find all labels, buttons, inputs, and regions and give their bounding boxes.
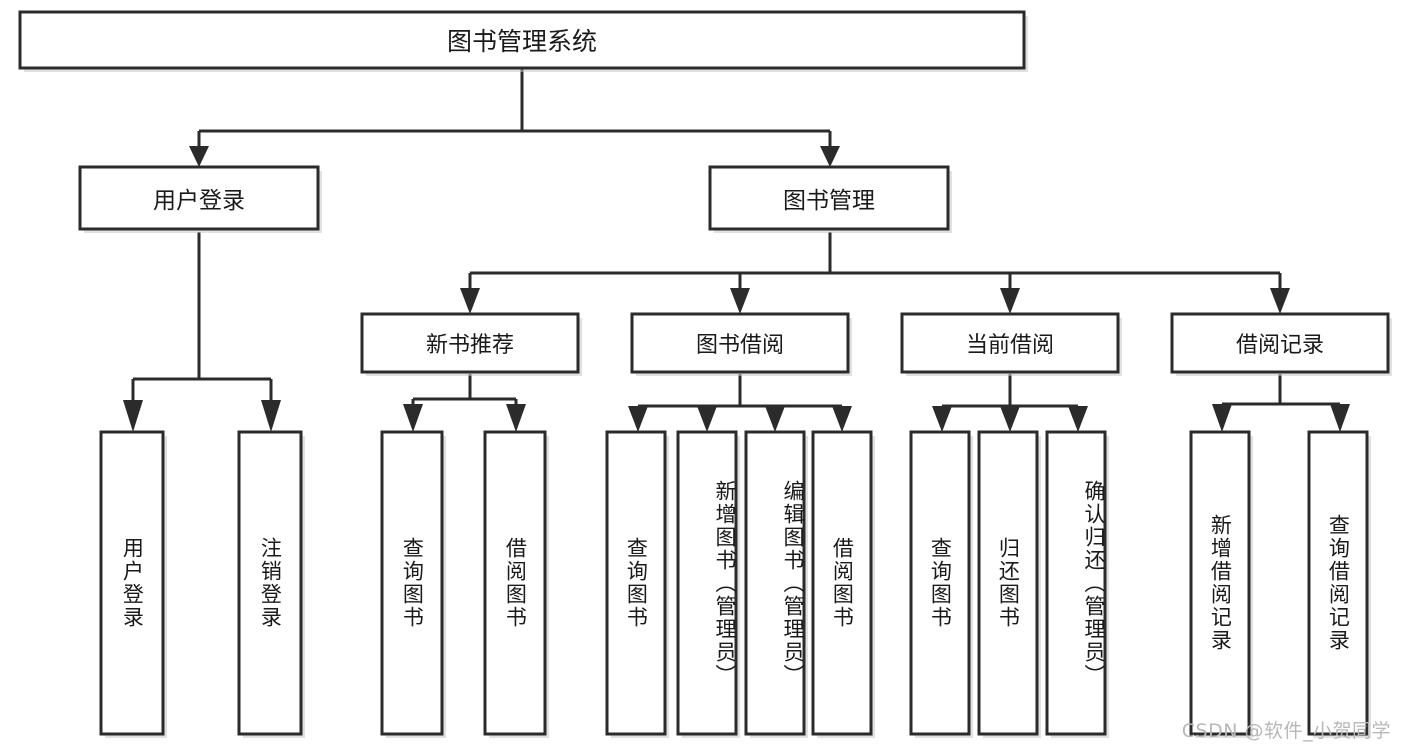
node-box-new-book-recommend[interactable] xyxy=(360,312,580,374)
node-box-leaf-edit-book[interactable] xyxy=(744,430,806,736)
connector-group-newbook-to-leaves xyxy=(403,374,526,432)
arrow-head-icon xyxy=(697,406,717,432)
node-box-current-borrow[interactable] xyxy=(900,312,1120,374)
node-box-leaf-query-book-2[interactable] xyxy=(605,430,667,736)
node-box-root[interactable] xyxy=(18,10,1026,70)
connector-group-currentborrow-to-leaves xyxy=(932,374,1088,432)
arrow-head-icon xyxy=(1068,406,1088,432)
node-box-leaf-add-book[interactable] xyxy=(676,430,738,736)
node-box-borrow-record[interactable] xyxy=(1170,312,1390,374)
node-box-leaf-query-book-3[interactable] xyxy=(909,430,971,736)
arrow-head-icon xyxy=(628,406,648,432)
node-box-leaf-borrow-book-2[interactable] xyxy=(811,430,873,736)
node-box-leaf-borrow-book-1[interactable] xyxy=(483,430,547,736)
connector-group-bookborrow-to-leaves xyxy=(628,374,852,432)
arrow-head-icon xyxy=(832,406,852,432)
node-box-leaf-user-login[interactable] xyxy=(99,430,165,736)
node-box-leaf-query-record[interactable] xyxy=(1307,430,1369,736)
arrow-head-icon xyxy=(820,146,840,167)
connector-group-root-to-level2 xyxy=(189,68,840,167)
arrow-head-icon xyxy=(506,404,526,432)
node-box-leaf-user-logout[interactable] xyxy=(237,430,303,736)
node-box-book-borrow[interactable] xyxy=(630,312,850,374)
node-box-book-management[interactable] xyxy=(708,165,950,231)
arrow-head-icon xyxy=(1000,406,1020,432)
arrow-head-icon xyxy=(189,146,209,167)
node-box-leaf-return-book[interactable] xyxy=(977,430,1039,736)
arrow-head-icon xyxy=(1000,288,1020,314)
node-box-leaf-confirm-return[interactable] xyxy=(1045,430,1107,736)
arrow-head-icon xyxy=(1270,288,1290,314)
arrow-head-icon xyxy=(261,400,281,432)
connector-group-borrowrecord-to-leaves xyxy=(1212,374,1350,432)
connector-group-booksmgmt-to-level3 xyxy=(460,232,1290,314)
node-box-leaf-add-record[interactable] xyxy=(1189,430,1251,736)
arrow-head-icon xyxy=(765,406,785,432)
node-box-leaf-query-book-1[interactable] xyxy=(380,430,444,736)
arrow-head-icon xyxy=(123,400,143,432)
arrow-head-icon xyxy=(1330,404,1350,432)
connector-group-userlogin-to-leaves xyxy=(123,232,281,432)
arrow-head-icon xyxy=(730,288,750,314)
arrow-head-icon xyxy=(1212,404,1232,432)
arrow-head-icon xyxy=(403,404,423,432)
arrow-head-icon xyxy=(460,288,480,314)
watermark-text: CSDN @软件_小贺同学 xyxy=(1181,720,1391,742)
node-box-user-login[interactable] xyxy=(78,165,320,231)
arrow-head-icon xyxy=(932,406,952,432)
